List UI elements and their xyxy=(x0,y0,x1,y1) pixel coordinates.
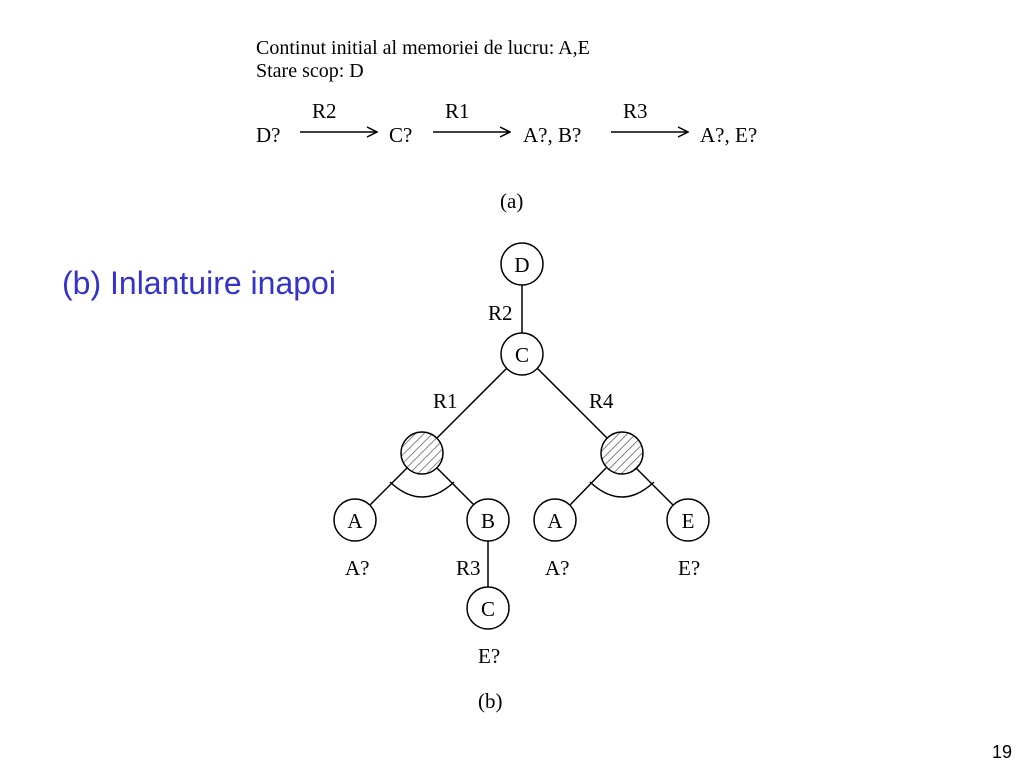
node-c: C xyxy=(500,332,544,376)
edge-label-r4: R4 xyxy=(589,389,614,413)
and-arc-right xyxy=(589,481,655,498)
heading-backward-chaining: (b) Inlantuire inapoi xyxy=(62,265,336,301)
chain-rule-r2: R2 xyxy=(312,99,337,123)
goal-label-e: E? xyxy=(678,556,700,580)
info-line-goal-state: Stare scop: D xyxy=(256,60,364,82)
svg-text:B: B xyxy=(481,509,495,533)
chain-state-ab: A?, B? xyxy=(523,123,582,147)
svg-text:E: E xyxy=(682,509,695,533)
chain-state-c: C? xyxy=(389,123,413,147)
info-line-initial-memory: Continut initial al memoriei de lucru: A… xyxy=(256,37,590,59)
svg-text:A: A xyxy=(347,509,363,533)
node-e: E xyxy=(666,498,710,542)
node-a-right: A xyxy=(533,498,577,542)
chain-rule-r1: R1 xyxy=(445,99,470,123)
edge-and-left-a xyxy=(369,467,408,506)
svg-text:C: C xyxy=(515,343,529,367)
edge-c-and-right xyxy=(536,367,608,439)
edge-label-r2: R2 xyxy=(488,301,513,325)
edge-c-and-left xyxy=(436,367,508,439)
svg-text:A: A xyxy=(547,509,563,533)
edge-label-r1: R1 xyxy=(433,389,458,413)
node-b: B xyxy=(466,498,510,542)
edge-and-right-a xyxy=(569,467,607,506)
and-node-right xyxy=(600,431,644,475)
svg-text:D: D xyxy=(514,253,529,277)
edge-label-r3: R3 xyxy=(456,556,481,580)
chain-state-ae: A?, E? xyxy=(700,123,758,147)
node-a-left: A xyxy=(333,498,377,542)
node-c-bottom: C xyxy=(466,586,510,630)
svg-text:C: C xyxy=(481,597,495,621)
and-node-left xyxy=(400,431,444,475)
caption-b: (b) xyxy=(478,689,503,713)
goal-label-a-right: A? xyxy=(545,556,570,580)
chain-rule-r3: R3 xyxy=(623,99,648,123)
page-number: 19 xyxy=(992,742,1013,762)
goal-label-a-left: A? xyxy=(345,556,370,580)
chain-state-d: D? xyxy=(256,123,281,147)
caption-a: (a) xyxy=(500,189,524,213)
edge-and-right-e xyxy=(635,467,674,506)
and-arc-left xyxy=(389,481,455,498)
edge-and-left-b xyxy=(436,467,475,506)
goal-label-e-bottom: E? xyxy=(478,644,500,668)
node-d: D xyxy=(500,242,544,286)
